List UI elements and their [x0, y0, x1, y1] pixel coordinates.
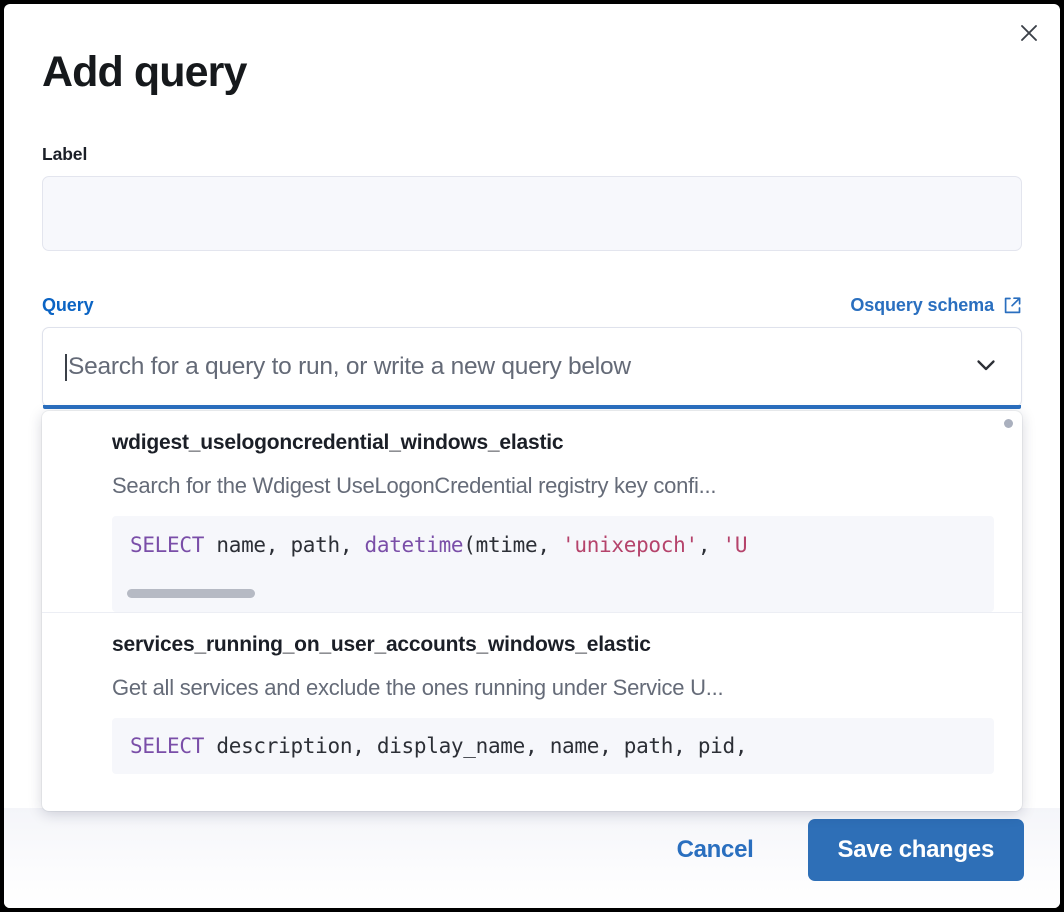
add-query-dialog: Add query Label Query Osquery schema S: [4, 4, 1060, 908]
sql-code: SELECT description, display_name, name, …: [130, 734, 748, 758]
osquery-schema-link[interactable]: Osquery schema: [850, 295, 1022, 316]
dropdown-item-description: Search for the Wdigest UseLogonCredentia…: [112, 473, 717, 498]
osquery-schema-link-label: Osquery schema: [850, 295, 994, 315]
dropdown-item-title: services_running_on_user_accounts_window…: [112, 633, 651, 656]
query-suggestions-dropdown[interactable]: wdigest_uselogoncredential_windows_elast…: [42, 411, 1022, 811]
dropdown-item-description: Get all services and exclude the ones ru…: [112, 675, 724, 700]
query-search-combobox[interactable]: Search for a query to run, or write a ne…: [42, 327, 1022, 409]
label-input[interactable]: [42, 176, 1022, 251]
dropdown-item-title: wdigest_uselogoncredential_windows_elast…: [112, 431, 564, 454]
dialog-footer: Cancel Save changes: [4, 808, 1060, 908]
label-field-label: Label: [42, 144, 88, 164]
cancel-button[interactable]: Cancel: [653, 822, 778, 878]
code-horizontal-scrollbar[interactable]: [127, 589, 255, 598]
dropdown-item-code-preview: SELECT description, display_name, name, …: [112, 718, 994, 774]
dropdown-item[interactable]: services_running_on_user_accounts_window…: [42, 612, 1022, 774]
dialog-title: Add query: [42, 48, 247, 96]
query-combobox-wrapper: Search for a query to run, or write a ne…: [42, 327, 1022, 811]
query-field-label: Query: [42, 295, 94, 315]
text-caret: [65, 353, 67, 381]
chevron-down-icon[interactable]: [971, 350, 1001, 385]
dialog-body: Label Query Osquery schema Search for a …: [4, 144, 1060, 811]
close-icon-button[interactable]: [1012, 16, 1046, 50]
sql-code: SELECT name, path, datetime(mtime, 'unix…: [130, 533, 748, 557]
dropdown-list: wdigest_uselogoncredential_windows_elast…: [42, 411, 1022, 774]
save-changes-button[interactable]: Save changes: [807, 819, 1024, 881]
close-icon: [1019, 23, 1039, 43]
dropdown-item[interactable]: wdigest_uselogoncredential_windows_elast…: [42, 411, 1022, 612]
query-header-row: Query Osquery schema: [42, 295, 1022, 316]
dropdown-item-code-preview: SELECT name, path, datetime(mtime, 'unix…: [112, 516, 994, 612]
query-search-placeholder: Search for a query to run, or write a ne…: [68, 353, 631, 380]
external-link-icon: [1003, 296, 1022, 315]
dropdown-scrollbar[interactable]: [1004, 419, 1013, 428]
